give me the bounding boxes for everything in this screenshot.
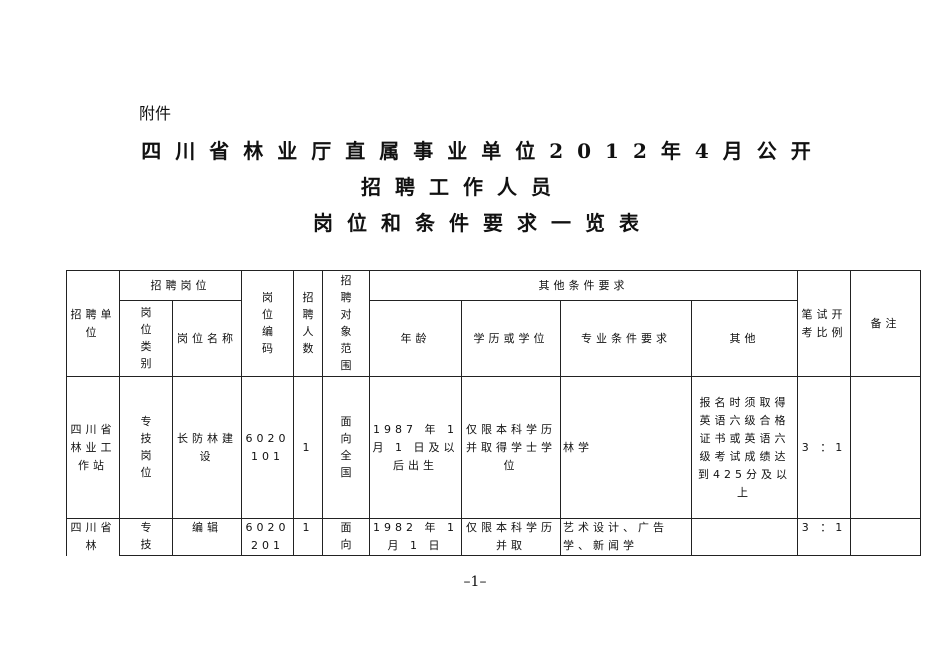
header-unit: 招聘单位 — [66, 270, 120, 377]
cell-remark — [850, 376, 921, 519]
cell-other: 报名时须取得英语六级合格证书或英语六级考试成绩达到425分及以上 — [691, 376, 798, 519]
table-row: 四川省林业工作站 专技岗位 长防林建设 6020101 1 面向全国 1987 … — [66, 376, 921, 519]
cell-count: 1 — [293, 376, 323, 519]
cell-post-name: 长防林建设 — [172, 376, 242, 519]
cell-other — [691, 518, 798, 556]
document-title-line-3: 岗位和条件要求一览表 — [313, 211, 653, 235]
page-number: –1– — [463, 574, 487, 590]
cell-post-name: 编辑 — [172, 518, 242, 556]
header-education: 学历或学位 — [461, 300, 561, 377]
cell-scope: 面向全国 — [322, 376, 370, 519]
cell-post-type: 专技 — [119, 518, 173, 556]
cell-education: 仅限本科学历并取 — [461, 518, 561, 556]
cell-unit: 四川省林业工作站 — [66, 376, 120, 519]
table-row: 四川省林 专技 编辑 6020201 1 面向 1982 年 1 月 1 日 仅… — [66, 518, 921, 556]
cell-post-type: 专技岗位 — [119, 376, 173, 519]
header-ratio: 笔试开考比例 — [797, 270, 851, 377]
cell-unit: 四川省林 — [66, 518, 120, 556]
cell-age: 1982 年 1 月 1 日 — [369, 518, 462, 556]
cell-post-code: 6020101 — [241, 376, 294, 519]
cell-major: 艺术设计、广告学、新闻学 — [560, 518, 692, 556]
header-count: 招聘人数 — [293, 270, 323, 377]
document-title-line-1: 四川省林业厅直属事业单位2012年4月公开 — [141, 139, 825, 163]
cell-post-code: 6020201 — [241, 518, 294, 556]
header-post-code: 岗位编码 — [241, 270, 294, 377]
header-other: 其他 — [691, 300, 798, 377]
header-post-name: 岗位名称 — [172, 300, 242, 377]
recruitment-table: 招聘单位 招聘岗位 岗位编码 招聘人数 招聘对象范围 其他条件要求 笔试开考比例… — [66, 270, 921, 556]
cell-major: 林学 — [560, 376, 692, 519]
header-scope: 招聘对象范围 — [322, 270, 370, 377]
cell-remark — [850, 518, 921, 556]
header-major: 专业条件要求 — [560, 300, 692, 377]
cell-education: 仅限本科学历并取得学士学位 — [461, 376, 561, 519]
header-other-group: 其他条件要求 — [369, 270, 798, 301]
header-age: 年龄 — [369, 300, 462, 377]
cell-scope: 面向 — [322, 518, 370, 556]
cell-ratio: 3 ：1 — [797, 518, 851, 556]
cell-count: 1 — [293, 518, 323, 556]
header-post-group: 招聘岗位 — [119, 270, 242, 301]
cell-ratio: 3 ：1 — [797, 376, 851, 519]
header-post-type: 岗位类别 — [119, 300, 173, 377]
document-title-line-2: 招聘工作人员 — [361, 175, 565, 199]
header-row-2: 岗位类别 岗位名称 年龄 学历或学位 专业条件要求 其他 — [67, 300, 921, 377]
header-remark: 备注 — [850, 270, 921, 377]
cell-age: 1987 年 1 月 1 日及以后出生 — [369, 376, 462, 519]
header-row-1: 招聘单位 招聘岗位 岗位编码 招聘人数 招聘对象范围 其他条件要求 笔试开考比例… — [66, 270, 921, 377]
annex-label: 附件 — [139, 104, 172, 123]
